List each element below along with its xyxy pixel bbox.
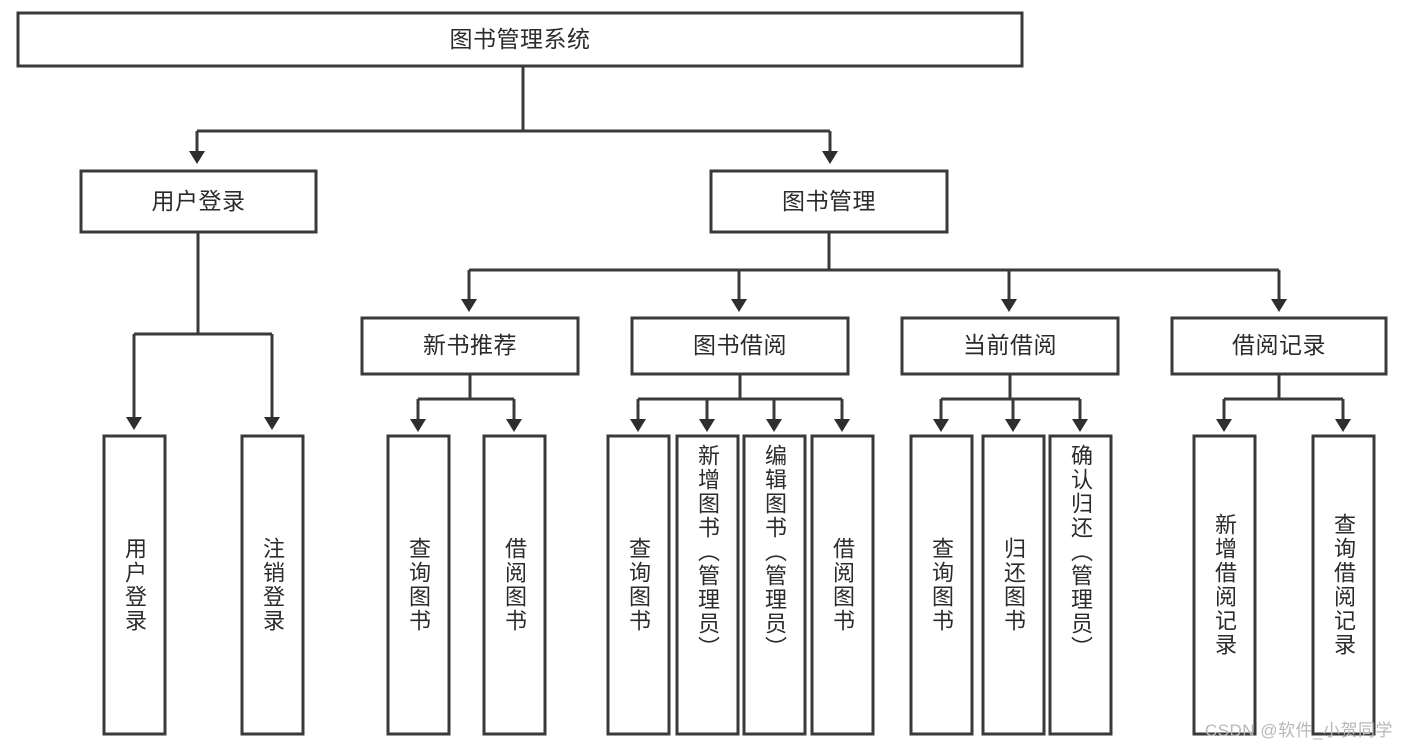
node-box-leaf-borrow-record-2 <box>1311 434 1376 736</box>
node-box-leaf-new-book-2 <box>482 434 547 736</box>
node-box-borrow-record <box>1170 316 1388 376</box>
node-box-leaf-user-login-1 <box>102 434 167 736</box>
node-box-leaf-borrow-record-1 <box>1192 434 1257 736</box>
node-box-leaf-book-borrow-1 <box>606 434 671 736</box>
node-box-leaf-current-borrow-2 <box>981 434 1046 736</box>
csdn-watermark: CSDN @软件_小贺同学 <box>1204 721 1393 740</box>
node-box-leaf-book-borrow-4 <box>810 434 875 736</box>
node-box-leaf-user-login-2 <box>240 434 305 736</box>
node-box-leaf-book-borrow-2 <box>675 434 740 736</box>
node-box-new-book <box>360 316 580 376</box>
node-box-leaf-book-borrow-3 <box>742 434 807 736</box>
node-box-user-login <box>79 169 318 234</box>
node-box-leaf-current-borrow-1 <box>909 434 974 736</box>
node-box-current-borrow <box>900 316 1120 376</box>
node-box-book-borrow <box>630 316 850 376</box>
node-box-leaf-new-book-1 <box>386 434 451 736</box>
node-box-leaf-current-borrow-3 <box>1048 434 1113 736</box>
node-box-root <box>16 11 1024 68</box>
node-box-book-manage <box>709 169 949 234</box>
